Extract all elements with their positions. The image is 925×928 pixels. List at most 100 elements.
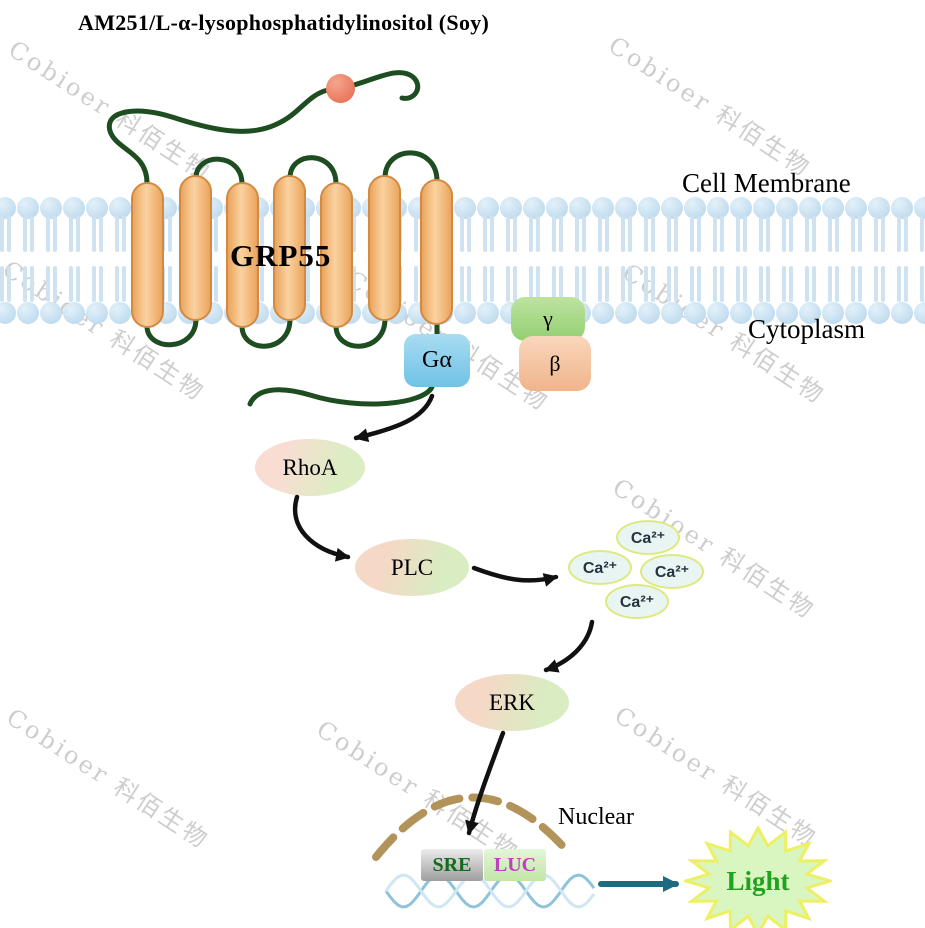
lipid-tail bbox=[46, 216, 50, 252]
lipid-tail bbox=[743, 216, 747, 252]
lipid-tail bbox=[306, 266, 310, 302]
erk-node: ERK bbox=[455, 674, 569, 731]
lipid-tail bbox=[805, 216, 809, 252]
lipid-tail bbox=[414, 216, 418, 252]
lipid-tail bbox=[306, 216, 310, 252]
lipid-tail bbox=[782, 266, 786, 302]
transmembrane-helix-2 bbox=[179, 175, 212, 321]
lipid-head bbox=[707, 197, 729, 219]
lipid-tail bbox=[536, 266, 540, 302]
lipid-tail bbox=[7, 266, 11, 302]
lipid-tail bbox=[782, 216, 786, 252]
lipid-tail bbox=[352, 216, 356, 252]
lipid-head bbox=[776, 302, 798, 324]
lipid-tail bbox=[605, 216, 609, 252]
lipid-head bbox=[0, 197, 16, 219]
lipid-tail bbox=[214, 266, 218, 302]
lipid-tail bbox=[506, 266, 510, 302]
lipid-tail bbox=[651, 266, 655, 302]
lipid-tail bbox=[46, 266, 50, 302]
lipid-tail bbox=[552, 216, 556, 252]
lipid-tail bbox=[851, 266, 855, 302]
lipid-tail bbox=[69, 216, 73, 252]
lipid-tail bbox=[628, 216, 632, 252]
transmembrane-helix-3 bbox=[226, 182, 259, 328]
ligand-ball-icon bbox=[326, 74, 355, 103]
lipid-tail bbox=[92, 266, 96, 302]
lipid-tail bbox=[92, 216, 96, 252]
lipid-tail bbox=[69, 266, 73, 302]
lipid-head bbox=[891, 302, 913, 324]
lipid-tail bbox=[76, 216, 80, 252]
lipid-tail bbox=[214, 216, 218, 252]
calcium-ion: Ca²⁺ bbox=[605, 584, 669, 619]
lipid-tail bbox=[881, 216, 885, 252]
lipid-tail bbox=[460, 216, 464, 252]
lipid-tail bbox=[881, 266, 885, 302]
lipid-head bbox=[454, 197, 476, 219]
arrow-rhoa-to-plc bbox=[292, 494, 351, 562]
lipid-tail bbox=[582, 266, 586, 302]
g-beta-subunit: β bbox=[519, 336, 591, 391]
transmembrane-helix-4 bbox=[273, 175, 306, 321]
transmembrane-helix-1 bbox=[131, 182, 164, 328]
lipid-tail bbox=[483, 266, 487, 302]
lipid-tail bbox=[115, 216, 119, 252]
lipid-tail bbox=[513, 216, 517, 252]
cell-membrane-label: Cell Membrane bbox=[682, 168, 851, 198]
lipid-tail bbox=[53, 216, 57, 252]
lipid-tail bbox=[628, 266, 632, 302]
lipid-tail bbox=[598, 266, 602, 302]
lipid-tail bbox=[835, 216, 839, 252]
lipid-tail bbox=[667, 266, 671, 302]
lipid-tail bbox=[490, 266, 494, 302]
lipid-head bbox=[109, 197, 131, 219]
lipid-tail bbox=[828, 216, 832, 252]
lipid-head bbox=[776, 197, 798, 219]
lipid-tail bbox=[759, 216, 763, 252]
lipid-tail bbox=[828, 266, 832, 302]
lipid-tail bbox=[835, 266, 839, 302]
lipid-tail bbox=[874, 216, 878, 252]
lipid-head bbox=[661, 197, 683, 219]
lipid-tail bbox=[897, 266, 901, 302]
lipid-tail bbox=[713, 216, 717, 252]
lipid-head bbox=[615, 197, 637, 219]
lipid-head bbox=[845, 302, 867, 324]
lipid-head bbox=[63, 197, 85, 219]
lipid-tail bbox=[812, 266, 816, 302]
lipid-tail bbox=[460, 266, 464, 302]
lipid-tail bbox=[789, 266, 793, 302]
lipid-head bbox=[17, 302, 39, 324]
lipid-tail bbox=[674, 216, 678, 252]
lipid-head bbox=[730, 197, 752, 219]
lipid-head bbox=[40, 197, 62, 219]
calcium-ion: Ca²⁺ bbox=[616, 520, 680, 555]
lipid-head bbox=[730, 302, 752, 324]
lipid-tail bbox=[529, 216, 533, 252]
lipid-head bbox=[753, 197, 775, 219]
lipid-head bbox=[684, 197, 706, 219]
lipid-tail bbox=[651, 216, 655, 252]
lipid-tail bbox=[490, 216, 494, 252]
lipid-tail bbox=[575, 216, 579, 252]
lipid-tail bbox=[529, 266, 533, 302]
lipid-head bbox=[638, 197, 660, 219]
lipid-head bbox=[615, 302, 637, 324]
lipid-head bbox=[914, 302, 925, 324]
lipid-tail bbox=[30, 266, 34, 302]
watermark: Cobioer 科佰生物 bbox=[603, 31, 817, 183]
lipid-head bbox=[63, 302, 85, 324]
lipid-tail bbox=[7, 216, 11, 252]
lipid-tail bbox=[483, 216, 487, 252]
lipid-head bbox=[799, 197, 821, 219]
g-gamma-subunit: γ bbox=[511, 297, 585, 341]
lipid-tail bbox=[536, 216, 540, 252]
lipid-tail bbox=[697, 266, 701, 302]
lipid-tail bbox=[851, 216, 855, 252]
rhoa-node: RhoA bbox=[255, 439, 365, 496]
lipid-tail bbox=[713, 266, 717, 302]
nuclear-label: Nuclear bbox=[558, 804, 634, 830]
plc-node: PLC bbox=[355, 539, 469, 596]
lipid-tail bbox=[513, 266, 517, 302]
